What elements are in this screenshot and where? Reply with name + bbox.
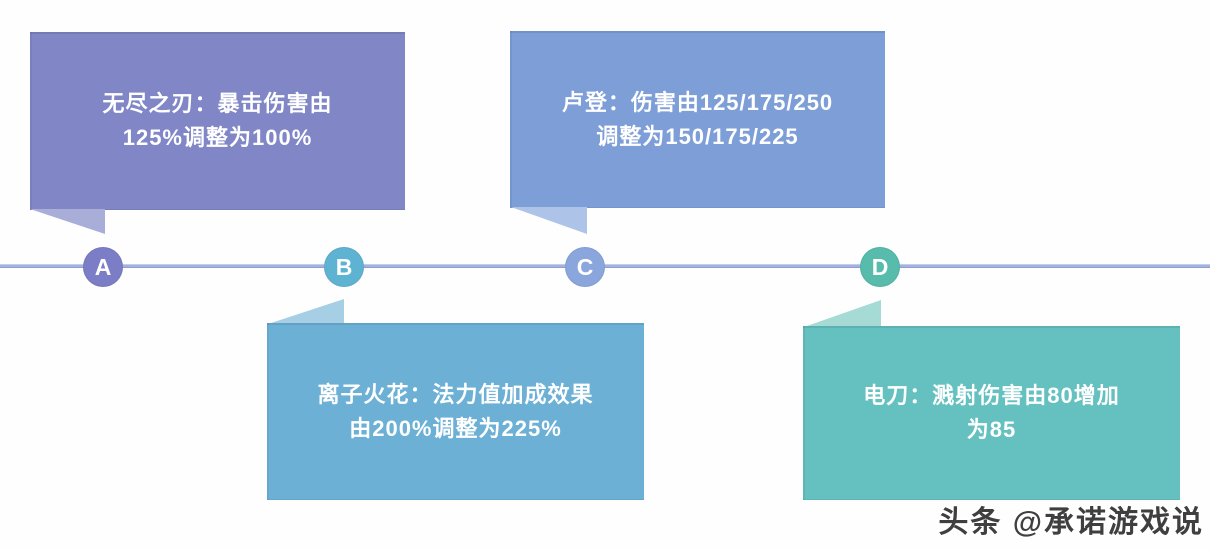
watermark: 头条 @承诺游戏说 (938, 506, 1204, 539)
callout-text-line1: 离子火花：法力值加成效果 (317, 381, 594, 407)
timeline-node-b: B (324, 247, 364, 287)
callout-infinity-edge: 无尽之刃：暴击伤害由 125%调整为100% (30, 32, 405, 210)
timeline-node-label: B (335, 253, 353, 280)
timeline-node-c: C (565, 247, 605, 287)
callout-tail-infinity-edge (30, 209, 105, 234)
callout-text-line2: 由200%调整为225% (349, 415, 562, 441)
timeline-node-label: D (871, 253, 889, 280)
callout-tail-luden (511, 207, 587, 234)
timeline-node-label: A (94, 253, 112, 280)
callout-luden: 卢登：伤害由125/175/250 调整为150/175/225 (510, 31, 885, 208)
timeline-line (0, 264, 1210, 268)
callout-statikk-shiv: 电刀：溅射伤害由80增加 为85 (803, 326, 1180, 500)
callout-text-line2: 125%调整为100% (122, 125, 313, 150)
callout-tail-ionic-spark (268, 299, 344, 324)
callout-text-line2: 为85 (966, 417, 1017, 442)
callout-ionic-spark: 离子火花：法力值加成效果 由200%调整为225% (267, 323, 644, 500)
callout-text-line2: 调整为150/175/225 (596, 123, 799, 149)
timeline-node-label: C (576, 253, 594, 280)
callout-tail-statikk-shiv (804, 300, 881, 327)
timeline-node-a: A (83, 247, 123, 287)
callout-text-line1: 卢登：伤害由125/175/250 (561, 89, 834, 115)
callout-text-line1: 电刀：溅射伤害由80增加 (863, 383, 1120, 408)
timeline-node-d: D (860, 247, 900, 287)
callout-text-line1: 无尽之刃：暴击伤害由 (102, 91, 333, 116)
